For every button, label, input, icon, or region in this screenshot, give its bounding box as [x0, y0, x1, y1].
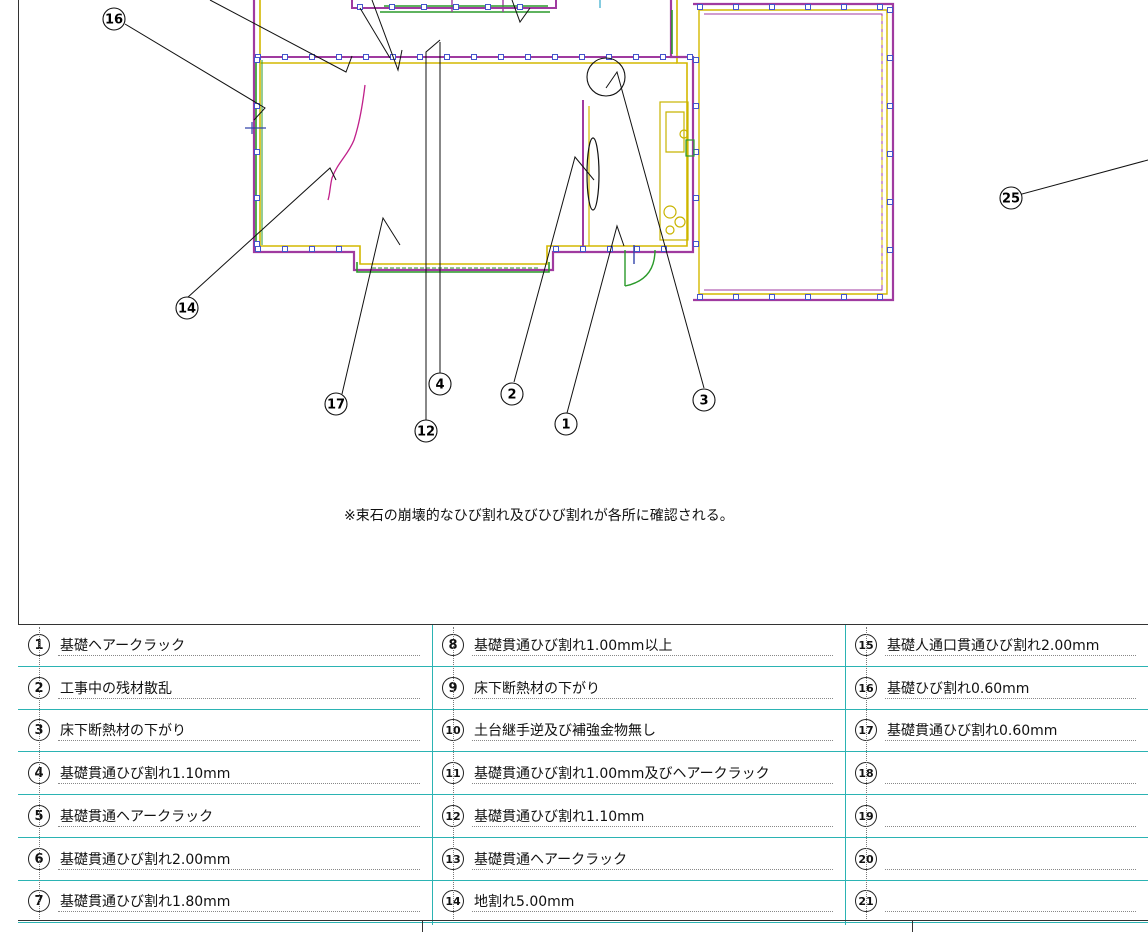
- door-swing: [624, 245, 656, 287]
- right-wing-walls: [693, 2, 895, 302]
- bottom-frame: [18, 920, 1148, 932]
- kitchen-fixtures: [659, 101, 695, 241]
- floor-plan-diagram: 16 25 14 17 12 4 2 1 3: [18, 0, 1148, 624]
- legend-row-19: 19: [845, 796, 1148, 838]
- crack-line: [327, 84, 366, 201]
- legend-row-21: 21: [845, 881, 1148, 924]
- svg-text:3: 3: [699, 394, 708, 409]
- legend-description: 基礎貫通ひび割れ1.80mm: [60, 894, 231, 911]
- svg-text:12: 12: [417, 425, 435, 440]
- svg-text:25: 25: [1002, 192, 1020, 207]
- legend-description: 基礎ヘアークラック: [60, 638, 186, 654]
- wall-post-markers: [254, 4, 893, 300]
- callout-2: 2: [500, 382, 524, 406]
- closet-oval: [586, 137, 600, 211]
- svg-text:2: 2: [507, 388, 516, 403]
- legend-row-18: 18: [845, 753, 1148, 796]
- legend-description: 床下断熱材の下がり: [60, 723, 186, 740]
- legend-description: 基礎貫通ひび割れ1.00mm以上: [474, 638, 673, 654]
- windows: [255, 5, 673, 273]
- svg-text:16: 16: [105, 13, 123, 28]
- legend-description: 基礎貫通ひび割れ0.60mm: [887, 723, 1058, 740]
- main-walls: [252, 0, 695, 272]
- legend-description: 地割れ5.00mm: [474, 894, 575, 911]
- legend-description: 工事中の残材散乱: [60, 680, 172, 697]
- legend-description: 基礎ひび割れ0.60mm: [887, 680, 1030, 697]
- callout-25: 25: [999, 186, 1023, 210]
- legend-description: 基礎貫通ヘアークラック: [474, 851, 628, 868]
- legend-description: 基礎貫通ひび割れ1.00mm及びヘアークラック: [474, 766, 770, 783]
- callout-17: 17: [324, 392, 348, 416]
- svg-text:4: 4: [435, 378, 444, 393]
- legend-description: 土台継手逆及び補強金物無し: [474, 723, 656, 740]
- callout-4: 4: [428, 372, 452, 396]
- legend-description: 基礎貫通ひび割れ2.00mm: [60, 851, 231, 868]
- svg-text:14: 14: [178, 302, 196, 317]
- inspection-note: ※束石の崩壊的なひび割れ及びひび割れが各所に確認される。: [344, 508, 734, 524]
- callout-14: 14: [175, 296, 199, 320]
- legend-description: 基礎人通口貫通ひび割れ2.00mm: [887, 638, 1100, 654]
- callout-3: 3: [692, 388, 716, 412]
- callout-12: 12: [414, 419, 438, 443]
- legend-description: 床下断熱材の下がり: [474, 680, 600, 697]
- callout-1: 1: [554, 412, 578, 436]
- svg-text:17: 17: [327, 398, 345, 413]
- legend-description: 基礎貫通ひび割れ1.10mm: [60, 766, 231, 783]
- callout-16: 16: [102, 7, 126, 31]
- svg-text:1: 1: [561, 418, 570, 433]
- legend-description: 基礎貫通ひび割れ1.10mm: [474, 808, 645, 825]
- legend-description: 基礎貫通ヘアークラック: [60, 808, 214, 825]
- legend-row-20: 20: [845, 839, 1148, 881]
- leader-lines: [124, 0, 1148, 420]
- callout-markers: 16 25 14 17 12 4 2 1 3: [102, 7, 1023, 443]
